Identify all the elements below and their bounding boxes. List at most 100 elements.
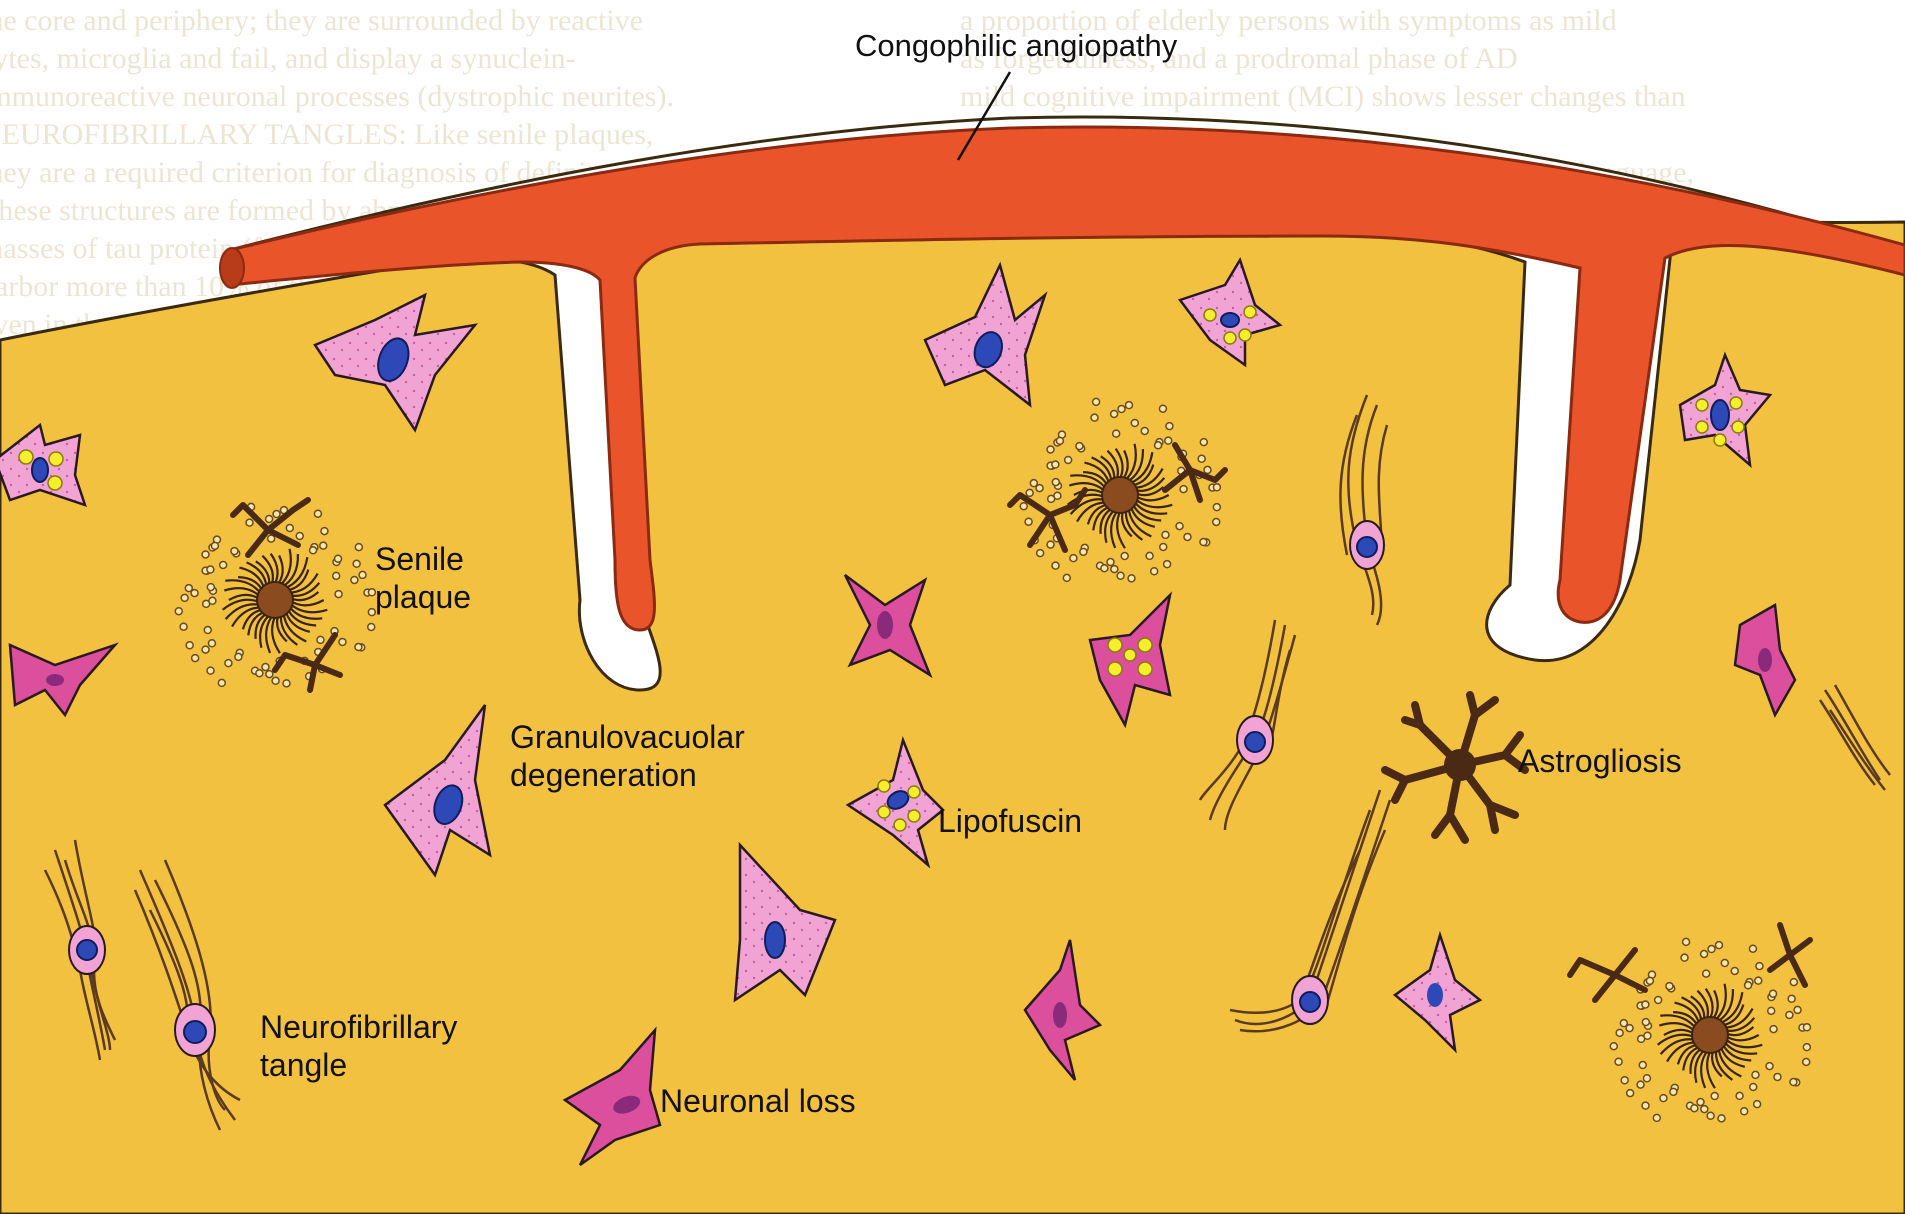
plaque-amyloid-dot: [1655, 996, 1662, 1003]
plaque-amyloid-dot: [1047, 446, 1054, 453]
plaque-amyloid-dot: [1750, 1083, 1757, 1090]
plaque-amyloid-dot: [207, 584, 214, 591]
plaque-amyloid-dot: [225, 660, 232, 667]
plaque-amyloid-dot: [207, 566, 214, 573]
plaque-amyloid-dot: [1768, 1007, 1775, 1014]
plaque-amyloid-dot: [1701, 950, 1708, 957]
plaque-amyloid-dot: [273, 511, 280, 518]
plaque-amyloid-dot: [218, 679, 225, 686]
plaque-amyloid-dot: [1052, 562, 1059, 569]
plaque-amyloid-dot: [1616, 1029, 1623, 1036]
plaque-amyloid-dot: [1204, 466, 1211, 473]
plaque-amyloid-dot: [1755, 977, 1762, 984]
plaque-amyloid-dot: [1752, 1071, 1759, 1078]
plaque-amyloid-dot: [1093, 398, 1100, 405]
plaque-amyloid-dot: [1166, 423, 1173, 430]
background-text-line: the core and periphery; they are surroun…: [0, 4, 643, 37]
plaque-amyloid-dot: [1715, 942, 1722, 949]
plaque-amyloid-dot: [1111, 410, 1118, 417]
plaque-amyloid-dot: [1610, 1043, 1617, 1050]
plaque-amyloid-dot: [207, 667, 214, 674]
plaque-amyloid-dot: [208, 640, 215, 647]
plaque-amyloid-dot: [286, 525, 293, 532]
plaque-amyloid-dot: [1731, 967, 1738, 974]
plaque-amyloid-dot: [1052, 479, 1059, 486]
plaque-amyloid-dot: [1164, 561, 1171, 568]
plaque-amyloid-dot: [1788, 995, 1795, 1002]
background-text-line: immunoreactive neuronal processes (dystr…: [0, 80, 674, 113]
plaque-amyloid-dot: [1637, 1081, 1644, 1088]
plaque-amyloid-dot: [256, 670, 263, 677]
plaque-amyloid-dot: [1718, 1115, 1725, 1122]
plaque-amyloid-dot: [1666, 983, 1673, 990]
plaque-amyloid-dot: [1691, 1105, 1698, 1112]
plaque-amyloid-dot: [1117, 572, 1124, 579]
plaque-amyloid-dot: [1180, 486, 1187, 493]
lipofuscin-label: Lipofuscin: [938, 803, 1082, 839]
plaque-amyloid-dot: [335, 555, 342, 562]
plaque-amyloid-dot: [220, 561, 227, 568]
plaque-amyloid-dot: [1681, 954, 1688, 961]
senile-plaque-label-line1: Senile: [375, 541, 464, 577]
plaque-amyloid-dot: [1703, 970, 1710, 977]
plaque-amyloid-dot: [211, 542, 218, 549]
plaque-amyloid-dot: [1151, 568, 1158, 575]
plaque-amyloid-dot: [1118, 406, 1125, 413]
plaque-amyloid-dot: [1036, 485, 1043, 492]
plaque-amyloid-dot: [335, 591, 342, 598]
plaque-amyloid-dot: [186, 642, 193, 649]
plaque-amyloid-dot: [339, 638, 346, 645]
plaque-amyloid-dot: [1741, 1108, 1748, 1115]
plaque-amyloid-dot: [1020, 503, 1027, 510]
plaque-amyloid-dot: [1162, 531, 1169, 538]
plaque-amyloid-dot: [1643, 1075, 1650, 1082]
plaque-amyloid-dot: [246, 519, 253, 526]
plaque-amyloid-dot: [1200, 439, 1207, 446]
plaque-amyloid-dot: [1048, 495, 1055, 502]
plaque-amyloid-dot: [317, 636, 324, 643]
plaque-amyloid-dot: [180, 623, 187, 630]
plaque-amyloid-dot: [1155, 442, 1162, 449]
plaque-amyloid-dot: [1025, 518, 1032, 525]
plaque-amyloid-dot: [1754, 1101, 1761, 1108]
plaque-amyloid-dot: [231, 548, 238, 555]
plaque-amyloid-dot: [1076, 443, 1083, 450]
plaque-amyloid-dot: [266, 671, 273, 678]
plaque-amyloid-dot: [191, 590, 198, 597]
plaque-amyloid-dot: [1113, 430, 1120, 437]
plaque-amyloid-dot: [1642, 1001, 1649, 1008]
plaque-amyloid-dot: [283, 680, 290, 687]
plaque-amyloid-dot: [1794, 1006, 1801, 1013]
plaque-amyloid-dot: [1052, 461, 1059, 468]
plaque-amyloid-dot: [262, 664, 269, 671]
plaque-amyloid-dot: [368, 623, 375, 630]
plaque-amyloid-dot: [266, 515, 273, 522]
plaque-amyloid-dot: [1063, 574, 1070, 581]
plaque-amyloid-dot: [1745, 982, 1752, 989]
plaque-amyloid-dot: [321, 528, 328, 535]
plaque-amyloid-dot: [351, 576, 358, 583]
plaque-amyloid-dot: [1621, 1077, 1628, 1084]
plaque-amyloid-dot: [1708, 946, 1715, 953]
plaque-amyloid-dot: [1198, 455, 1205, 462]
plaque-amyloid-dot: [355, 644, 362, 651]
plaque-amyloid-dot: [1790, 979, 1797, 986]
plaque-amyloid-dot: [314, 510, 321, 517]
plaque-amyloid-dot: [1639, 1062, 1646, 1069]
plaque-amyloid-dot: [235, 653, 242, 660]
background-text-line: cytes, microglia and fail, and display a…: [0, 42, 576, 75]
plaque-amyloid-dot: [1111, 566, 1118, 573]
background-text-line: NEUROFIBRILLARY TANGLES: Like senile pla…: [0, 118, 653, 151]
plaque-amyloid-dot: [1160, 543, 1167, 550]
plaque-amyloid-dot: [1638, 1035, 1645, 1042]
plaque-amyloid-dot: [1803, 1024, 1810, 1031]
plaque-amyloid-dot: [1683, 938, 1690, 945]
plaque-amyloid-dot: [272, 677, 279, 684]
plaque-amyloid-dot: [1213, 504, 1220, 511]
plaque-amyloid-dot: [1770, 1026, 1777, 1033]
plaque-amyloid-core: [1102, 477, 1138, 513]
plaque-amyloid-dot: [1200, 539, 1207, 546]
plaque-amyloid-dot: [1803, 1044, 1810, 1051]
plaque-amyloid-dot: [296, 532, 303, 539]
plaque-amyloid-dot: [1125, 402, 1132, 409]
